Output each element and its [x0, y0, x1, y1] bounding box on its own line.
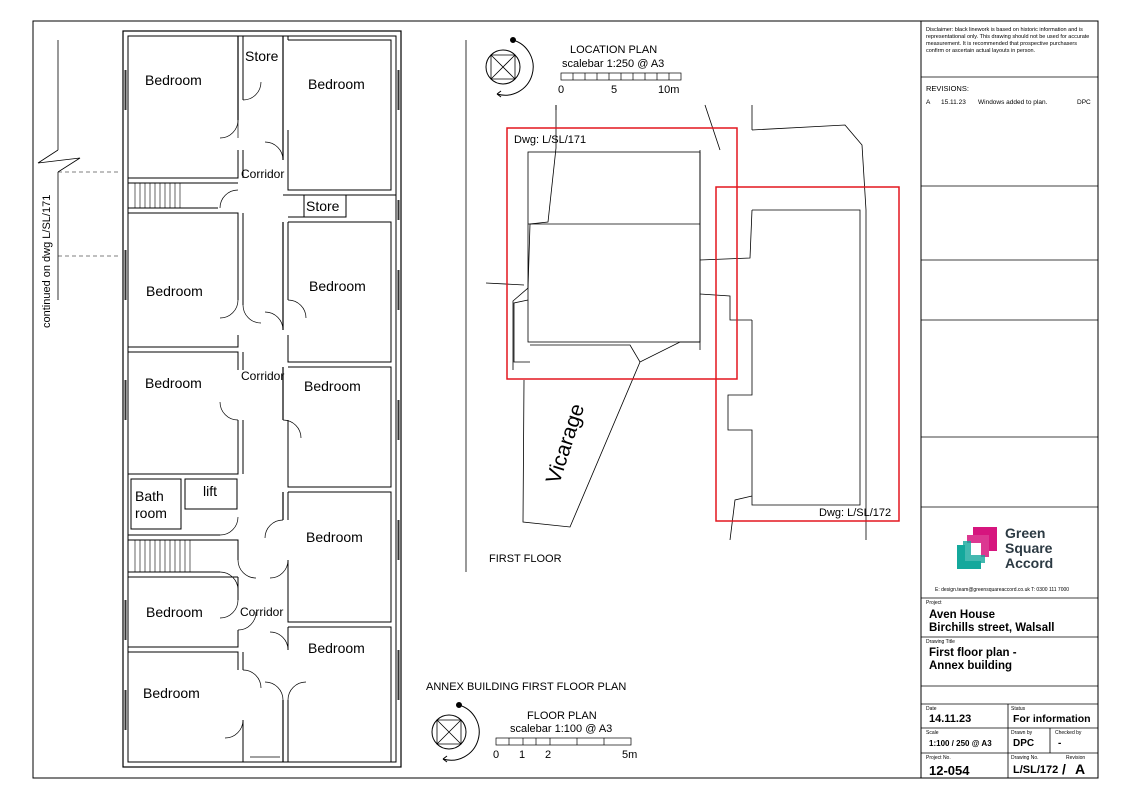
revision-date: 15.11.23 — [941, 99, 966, 106]
project-name: Aven House — [929, 609, 996, 621]
revision-by: DPC — [1077, 99, 1091, 106]
status-value: For information — [1013, 713, 1091, 725]
brand-name: Green Square Accord — [1005, 526, 1053, 571]
project-no-caption: Project No. — [926, 755, 951, 761]
date-value: 14.11.23 — [929, 713, 972, 725]
project-caption: Project — [926, 600, 942, 606]
first-floor-label: FIRST FLOOR — [489, 553, 562, 565]
drawing-no-caption: Drawing No. — [1011, 755, 1039, 761]
dwg-172-boundary — [715, 186, 900, 522]
room-label-bedroom: Bedroom — [145, 72, 202, 88]
room-label-bedroom: Bedroom — [304, 378, 361, 394]
room-label-corridor: Corridor — [241, 369, 284, 383]
dwg-171-label: Dwg: L/SL/171 — [514, 134, 586, 146]
room-label-bedroom: Bedroom — [146, 604, 203, 620]
drawing-title-caption: Drawing Title — [926, 639, 955, 645]
revision-description: Windows added to plan. — [978, 99, 1048, 106]
project-address: Birchills street, Walsall — [929, 622, 1055, 634]
disclaimer-text: Disclaimer: black linework is based on h… — [926, 27, 1090, 54]
drawn-by-caption: Drawn by — [1011, 730, 1033, 736]
continuation-marker — [37, 40, 120, 300]
room-label-store: Store — [245, 48, 279, 64]
room-label-bedroom: Bedroom — [145, 375, 202, 391]
dwg-172-label: Dwg: L/SL/172 — [819, 507, 891, 519]
room-label-bedroom: Bedroom — [309, 278, 366, 294]
revision-value: A — [1075, 761, 1086, 777]
room-label-bedroom: Bedroom — [143, 685, 200, 701]
scale-caption: Scale — [926, 730, 939, 736]
floor-scalebar-tick: 1 — [519, 749, 525, 761]
contact-details: E: design.team@greensquareaccord.co.uk T… — [935, 587, 1070, 593]
room-label-store: Store — [306, 198, 340, 214]
location-site-plan — [465, 40, 867, 572]
revision-caption: Revision — [1066, 755, 1086, 761]
location-scalebar-tick: 10m — [658, 84, 679, 96]
status-caption: Status — [1011, 706, 1026, 712]
location-plan-title: LOCATION PLAN — [570, 44, 657, 56]
room-label-bedroom: Bedroom — [308, 76, 365, 92]
location-plan-scale: scalebar 1:250 @ A3 — [562, 58, 664, 70]
floor-scalebar-tick: 2 — [545, 749, 551, 761]
annex-plan-heading: ANNEX BUILDING FIRST FLOOR PLAN — [426, 681, 626, 693]
room-labels: Bedroom Bedroom Store Corridor Store Bed… — [135, 48, 366, 701]
continued-note: continued on dwg L/SL/171 — [41, 195, 53, 328]
floor-scalebar-tick: 5m — [622, 749, 637, 761]
checked-by-caption: Checked by — [1055, 730, 1082, 736]
room-label-bedroom: Bedroom — [146, 283, 203, 299]
drawing-no-value: L/SL/172 — [1013, 764, 1059, 776]
location-scalebar-tick: 0 — [558, 84, 564, 96]
room-label-bedroom: Bedroom — [308, 640, 365, 656]
brand-line: Square — [1005, 540, 1053, 556]
sheet-border — [32, 20, 1099, 779]
project-no-value: 12-054 — [929, 763, 970, 778]
checked-by-value: - — [1058, 738, 1062, 749]
room-label-corridor: Corridor — [241, 167, 284, 181]
drawing-subtitle: Annex building — [929, 660, 1013, 672]
title-block-rules — [921, 76, 1098, 778]
room-label-corridor: Corridor — [240, 605, 283, 619]
green-square-accord-logo — [957, 527, 997, 569]
location-scalebar-tick: 5 — [611, 84, 617, 96]
floor-plan-scale: scalebar 1:100 @ A3 — [510, 723, 612, 735]
dwg-171-boundary — [506, 127, 738, 380]
floor-scalebar-tick: 0 — [493, 749, 499, 761]
drawn-by-value: DPC — [1013, 738, 1035, 749]
revisions-label: REVISIONS: — [926, 84, 969, 93]
revision-separator: / — [1062, 761, 1066, 777]
annex-floor-plan — [122, 30, 402, 768]
room-label-room: room — [135, 505, 167, 521]
floor-scalebar — [495, 737, 632, 746]
date-caption: Date — [926, 706, 937, 712]
room-label-bath: Bath — [135, 488, 164, 504]
floor-plan-title: FLOOR PLAN — [527, 710, 597, 722]
room-label-lift: lift — [203, 483, 217, 499]
revision-code: A — [926, 99, 931, 106]
title-block: Disclaimer: black linework is based on h… — [921, 21, 1098, 778]
drawing-title: First floor plan - — [929, 647, 1017, 659]
floor-north-arrow — [431, 702, 480, 763]
brand-line: Accord — [1005, 555, 1054, 571]
brand-line: Green — [1005, 525, 1046, 541]
location-scalebar — [560, 72, 682, 81]
scale-value: 1:100 / 250 @ A3 — [929, 739, 992, 748]
room-label-bedroom: Bedroom — [306, 529, 363, 545]
location-north-arrow — [485, 37, 534, 98]
vicarage-label: Vicarage — [542, 401, 589, 487]
